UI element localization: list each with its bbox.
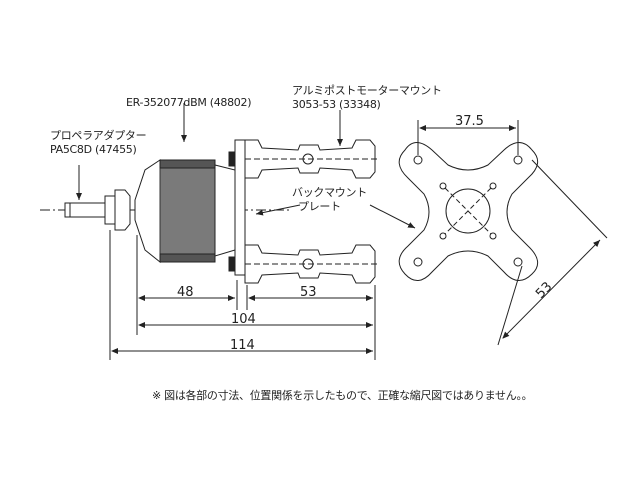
standoff-name-label: アルミポストモーターマウント: [292, 84, 442, 97]
adapter-code-label: PA5C8D (47455): [50, 143, 137, 156]
standoff-code-label: 3053-53 (33348): [292, 98, 381, 111]
dim-37-5: 37.5: [455, 114, 484, 129]
backmount-label-1: バックマウント: [292, 186, 367, 199]
prop-adapter: [64, 189, 131, 231]
adapter-name-label: プロペラアダプター: [50, 129, 147, 142]
dim-114: 114: [230, 338, 255, 353]
x-mount-plate: [398, 142, 539, 281]
back-mount-plate: [234, 139, 246, 276]
motor: [134, 159, 236, 264]
motor-label: ER-352077dBM (48802): [126, 96, 252, 109]
dim-104: 104: [231, 312, 256, 327]
disclaimer-note: ※ 図は各部の寸法、位置関係を示したもので、正確な縮尺図ではありません。。: [152, 389, 533, 402]
dim-48: 48: [177, 285, 194, 300]
backmount-label-2: プレート: [298, 200, 341, 213]
dim-53: 53: [300, 285, 317, 300]
